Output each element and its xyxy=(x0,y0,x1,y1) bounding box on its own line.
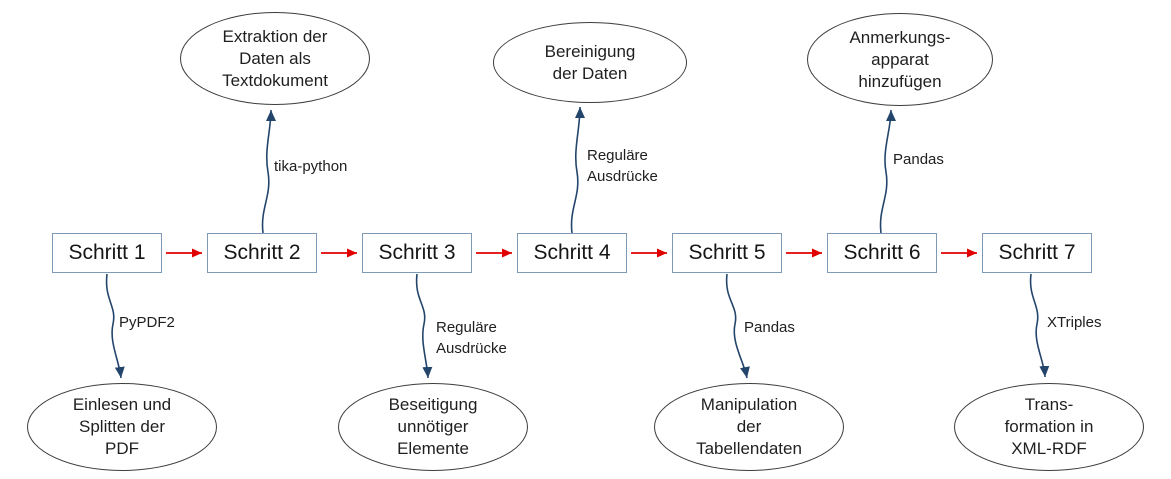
result-ellipse-step2: Extraktion der Daten als Textdokument xyxy=(180,12,370,105)
step-label: Schritt 1 xyxy=(68,241,146,264)
tool-line: XTriples xyxy=(1047,314,1102,331)
result-line: Bereinigung xyxy=(544,41,636,61)
tool-label-step7: XTriples xyxy=(1047,312,1101,333)
step-label: Schritt 6 xyxy=(843,241,921,264)
result-ellipse-step4: Bereinigung der Daten xyxy=(493,22,687,103)
tool-connector-step4 xyxy=(570,106,585,234)
result-line: Daten als xyxy=(239,48,311,68)
step-box-1: Schritt 1 xyxy=(52,233,162,273)
step-label: Schritt 2 xyxy=(223,241,301,264)
result-line: Tabellendaten xyxy=(696,439,802,458)
tool-label-step6: Pandas xyxy=(893,149,944,170)
tool-label-step3: Reguläre Ausdrücke xyxy=(436,317,507,359)
tool-line: Pandas xyxy=(744,319,795,336)
result-line: Einlesen und xyxy=(72,395,172,414)
result-ellipse-step7: Trans- formation in XML-RDF xyxy=(954,383,1144,471)
result-ellipse-step5: Manipulation der Tabellendaten xyxy=(654,383,844,471)
result-line: apparat xyxy=(871,49,929,69)
result-ellipse-step3: Beseitigung unnötiger Elemente xyxy=(338,383,528,471)
result-line: unnötiger xyxy=(397,417,469,436)
step-box-3: Schritt 3 xyxy=(362,233,472,273)
result-line: XML-RDF xyxy=(1011,439,1087,458)
tool-line: Reguläre xyxy=(587,147,648,164)
result-line: Anmerkungs- xyxy=(849,27,951,47)
tool-line: Ausdrücke xyxy=(436,340,507,357)
result-line: der xyxy=(736,417,762,436)
tool-label-step1: PyPDF2 xyxy=(119,312,175,333)
tool-connector-step2 xyxy=(261,109,276,234)
result-line: formation in xyxy=(1004,417,1094,436)
result-line: Trans- xyxy=(1024,395,1074,414)
result-line: hinzufügen xyxy=(858,71,942,91)
tool-label-step2: tika-python xyxy=(274,156,347,177)
step-box-6: Schritt 6 xyxy=(827,233,937,273)
tool-connector-step6 xyxy=(879,109,896,234)
step-box-7: Schritt 7 xyxy=(982,233,1092,273)
result-line: Elemente xyxy=(397,439,469,458)
step-label: Schritt 3 xyxy=(378,241,456,264)
step-label: Schritt 7 xyxy=(998,241,1076,264)
result-ellipse-step6: Anmerkungs- apparat hinzufügen xyxy=(807,13,993,106)
step-label: Schritt 4 xyxy=(533,241,611,264)
tool-line: Ausdrücke xyxy=(587,168,658,185)
tool-line: Reguläre xyxy=(436,319,497,336)
step-label: Schritt 5 xyxy=(688,241,766,264)
tool-line: Pandas xyxy=(893,151,944,168)
result-line: PDF xyxy=(105,439,139,458)
result-line: der Daten xyxy=(552,63,628,83)
result-line: Extraktion der xyxy=(222,26,328,46)
result-line: Beseitigung xyxy=(388,395,478,414)
result-ellipse-step1: Einlesen und Splitten der PDF xyxy=(27,383,217,471)
result-line: Splitten der xyxy=(79,417,165,436)
result-line: Manipulation xyxy=(700,395,798,414)
tool-line: tika-python xyxy=(274,158,348,175)
tool-label-step5: Pandas xyxy=(744,317,795,338)
tool-connector-step3 xyxy=(415,273,433,379)
step-box-4: Schritt 4 xyxy=(517,233,627,273)
tool-line: PyPDF2 xyxy=(119,314,175,331)
step-box-2: Schritt 2 xyxy=(207,233,317,273)
tool-label-step4: Reguläre Ausdrücke xyxy=(587,145,658,187)
tool-connector-step7 xyxy=(1029,273,1050,378)
step-box-5: Schritt 5 xyxy=(672,233,782,273)
result-line: Textdokument xyxy=(222,70,328,90)
